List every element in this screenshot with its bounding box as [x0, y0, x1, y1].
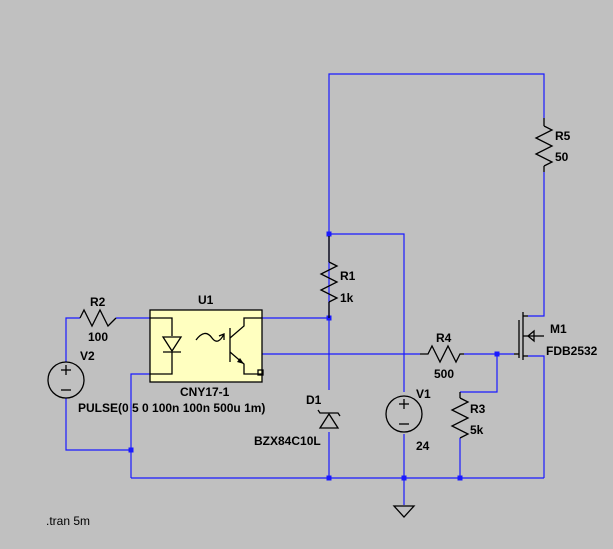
junction-v1-bottom — [401, 475, 407, 481]
r3-name: R3 — [470, 402, 486, 416]
voltage-source-v2[interactable]: V2 PULSE(0 5 0 100n 100n 500u 1m) — [47, 349, 265, 415]
d1-name: D1 — [306, 393, 322, 407]
junction-v2-return — [128, 447, 134, 453]
r3-value: 5k — [470, 423, 484, 437]
wire-v2-r2 — [65, 317, 80, 362]
v2-name: V2 — [80, 349, 95, 363]
optocoupler-u1[interactable]: U1 CNY17-1 — [149, 293, 264, 399]
r5-name: R5 — [555, 129, 571, 143]
resistor-r4[interactable]: R4 500 — [420, 331, 464, 381]
spice-directive[interactable]: .tran 5m — [46, 514, 90, 528]
junction-gate — [494, 351, 500, 357]
v1-value: 24 — [416, 439, 430, 453]
wire-m1-source — [528, 355, 545, 478]
junction-r1-top — [326, 231, 332, 237]
wire-top-rail — [328, 73, 545, 318]
r2-name: R2 — [90, 295, 106, 309]
junction-d1-bottom — [326, 475, 332, 481]
u1-name: U1 — [198, 293, 214, 307]
wire-u1-cathode — [130, 373, 150, 478]
resistor-r1[interactable]: R1 1k — [319, 236, 356, 318]
r1-name: R1 — [340, 269, 356, 283]
ground-symbol — [392, 505, 416, 518]
resistor-r5[interactable]: R5 50 — [534, 118, 571, 172]
zener-diode-d1[interactable]: D1 BZX84C10L — [254, 393, 341, 448]
voltage-source-v1[interactable]: V1 24 — [385, 387, 431, 453]
resistor-r2[interactable]: R2 100 — [79, 295, 117, 344]
wire-gate-r3 — [460, 354, 498, 393]
resistor-r3[interactable]: R3 5k — [450, 392, 486, 439]
u1-emitter-arrow — [237, 358, 244, 364]
r4-value: 500 — [434, 367, 454, 381]
r4-name: R4 — [436, 331, 452, 345]
d1-value: BZX84C10L — [254, 434, 321, 448]
wire-v2-return — [65, 398, 131, 451]
wire-r5-drain — [528, 172, 545, 317]
u1-value: CNY17-1 — [180, 385, 230, 399]
wires — [65, 73, 545, 505]
r5-value: 50 — [555, 150, 569, 164]
junction-r3-bottom — [457, 475, 463, 481]
u1-body — [149, 309, 263, 383]
v2-value: PULSE(0 5 0 100n 100n 500u 1m) — [78, 401, 265, 415]
wire-v1-top — [329, 233, 405, 392]
m1-value: FDB2532 — [546, 344, 598, 358]
r1-value: 1k — [340, 291, 354, 305]
m1-name: M1 — [550, 322, 567, 336]
mosfet-m1[interactable]: M1 FDB2532 — [514, 312, 598, 360]
r2-value: 100 — [88, 330, 108, 344]
v1-name: V1 — [416, 387, 431, 401]
